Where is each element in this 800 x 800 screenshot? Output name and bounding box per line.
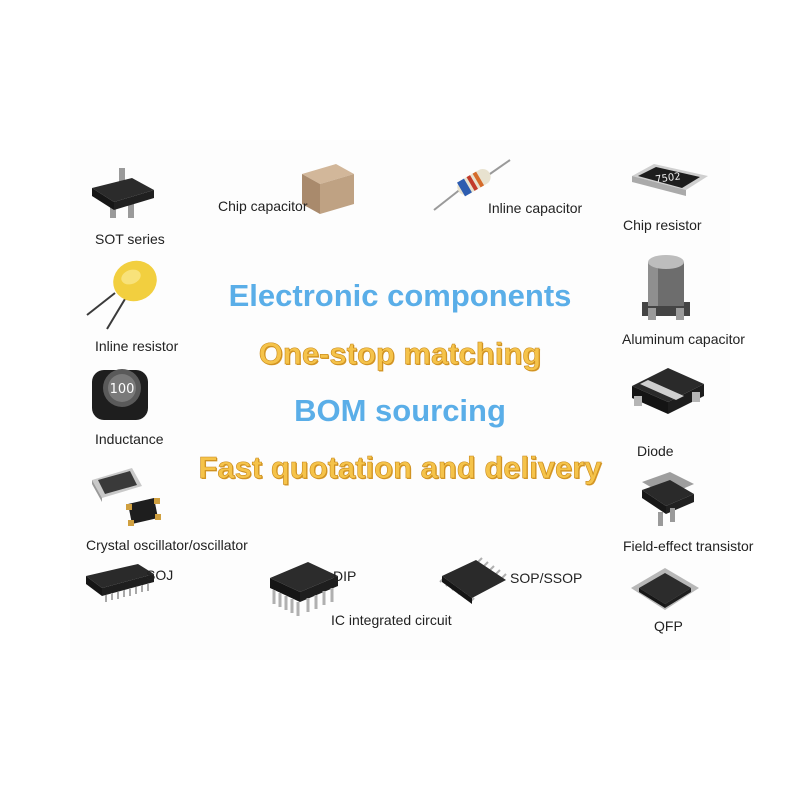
dip-image: [266, 556, 342, 622]
qfp-image: [625, 560, 705, 620]
headline-one-stop-matching: One-stop matching: [258, 336, 542, 372]
inline-capacitor-label: Inline capacitor: [488, 200, 583, 216]
sot-label: SOT series: [95, 231, 165, 247]
inline-capacitor-image: [432, 158, 512, 213]
background-panel: [70, 140, 730, 660]
diode-image: [628, 362, 708, 422]
crystal-oscillator-label: Crystal oscillator/oscillator: [86, 537, 248, 553]
sop-ssop-label: SOP/SSOP: [510, 570, 583, 586]
chip-capacitor-label: Chip capacitor: [218, 198, 308, 214]
headline-bom-sourcing: BOM sourcing: [294, 393, 506, 428]
chip-resistor-label: Chip resistor: [623, 217, 702, 233]
inductance-marking: 100: [110, 382, 135, 397]
chip-resistor-image: 7502: [630, 158, 710, 198]
dip-label: DIP: [333, 568, 357, 584]
fet-label: Field-effect transistor: [623, 538, 754, 554]
fet-image: [636, 468, 700, 532]
inline-resistor-image: [85, 255, 165, 333]
sop-image: [438, 556, 510, 612]
soj-image: [84, 562, 156, 608]
qfp-label: QFP: [654, 618, 683, 634]
chip-capacitor-image: [296, 160, 358, 220]
aluminum-capacitor-image: [636, 248, 696, 323]
chip-resistor-marking: 7502: [655, 171, 682, 185]
sot-component-image: [82, 160, 162, 225]
soj-label: SOJ: [146, 567, 174, 583]
headline-fast-quotation: Fast quotation and delivery: [198, 450, 602, 486]
crystal-oscillator-image: [88, 460, 163, 530]
aluminum-capacitor-label: Aluminum capacitor: [622, 331, 745, 347]
inductance-label: Inductance: [95, 431, 164, 447]
diode-label: Diode: [637, 443, 674, 459]
inline-resistor-label: Inline resistor: [95, 338, 179, 354]
headline-electronic-components: Electronic components: [228, 278, 572, 313]
ic-integrated-circuit-label: IC integrated circuit: [331, 612, 452, 628]
inductance-image: 100: [86, 360, 152, 426]
